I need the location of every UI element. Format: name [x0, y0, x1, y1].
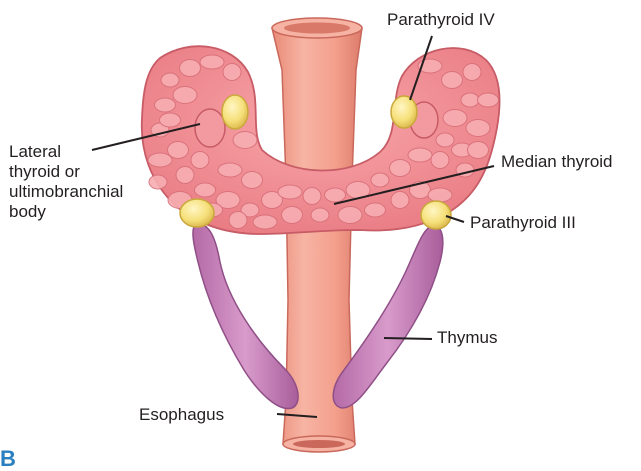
thyroid-lobule	[200, 55, 224, 69]
label-lateral-thyroid-line-4: body	[9, 202, 169, 222]
thyroid-lobule	[278, 185, 302, 199]
label-median-thyroid: Median thyroid	[501, 152, 613, 172]
thyroid-lobule	[233, 132, 257, 149]
leader-thymus	[384, 338, 432, 339]
thyroid-lobule	[242, 172, 263, 189]
thyroid-lobule	[303, 188, 321, 205]
thyroid-lobule	[408, 148, 432, 162]
thyroid-lobule	[223, 64, 241, 81]
thyroid-lobule	[311, 208, 329, 222]
thyroid-lobule	[191, 152, 209, 169]
thyroid-lobule	[180, 60, 201, 77]
label-lateral-thyroid: Lateral thyroid or ultimobranchial body	[9, 142, 169, 222]
thyroid-lobule	[428, 188, 452, 202]
panel-letter: B	[0, 448, 16, 470]
thyroid-lobule	[391, 192, 409, 209]
thyroid-lobule	[371, 173, 389, 187]
label-parathyroid-iii: Parathyroid III	[470, 213, 576, 233]
thyroid-lobule	[365, 203, 386, 217]
thyroid-lobule	[218, 163, 242, 177]
parathyroid-iii-right	[421, 201, 451, 229]
thyroid-lobule	[466, 120, 490, 137]
thyroid-lobule	[155, 98, 176, 112]
label-thymus: Thymus	[437, 328, 497, 348]
parathyroid-iii-left	[180, 199, 214, 227]
thyroid-lobule	[325, 188, 346, 202]
thyroid-lobule	[161, 73, 179, 87]
thyroid-lobule	[436, 133, 454, 147]
label-lateral-thyroid-line-1: Lateral	[9, 142, 169, 162]
thyroid-lobule	[173, 87, 197, 104]
label-lateral-thyroid-line-3: ultimobranchial	[9, 182, 169, 202]
parathyroid-iv-right	[391, 96, 417, 128]
thyroid-lobule	[431, 152, 449, 169]
thyroid-lobule	[442, 72, 463, 89]
thyroid-lobule	[168, 142, 189, 159]
thyroid-lobule	[229, 212, 247, 229]
thyroid-lobule	[160, 113, 181, 127]
thyroid-lobule	[468, 142, 489, 159]
thyroid-lobule	[478, 93, 499, 107]
thyroid-lobule	[461, 93, 479, 107]
thyroid-lobule	[338, 207, 362, 224]
thyroid-lobule	[282, 207, 303, 224]
parathyroid-iv-left	[222, 95, 248, 129]
thyroid-lobule	[443, 110, 467, 127]
thyroid-lobule	[176, 167, 194, 184]
thyroid-lobule	[390, 160, 411, 177]
label-lateral-thyroid-line-2: thyroid or	[9, 162, 169, 182]
thyroid-lobule	[463, 64, 481, 81]
label-esophagus: Esophagus	[139, 405, 224, 425]
thyroid-lobule	[195, 183, 216, 197]
thyroid-lobule	[253, 215, 277, 229]
label-parathyroid-iv: Parathyroid IV	[387, 10, 495, 30]
thymus-left-lobe	[193, 224, 298, 409]
